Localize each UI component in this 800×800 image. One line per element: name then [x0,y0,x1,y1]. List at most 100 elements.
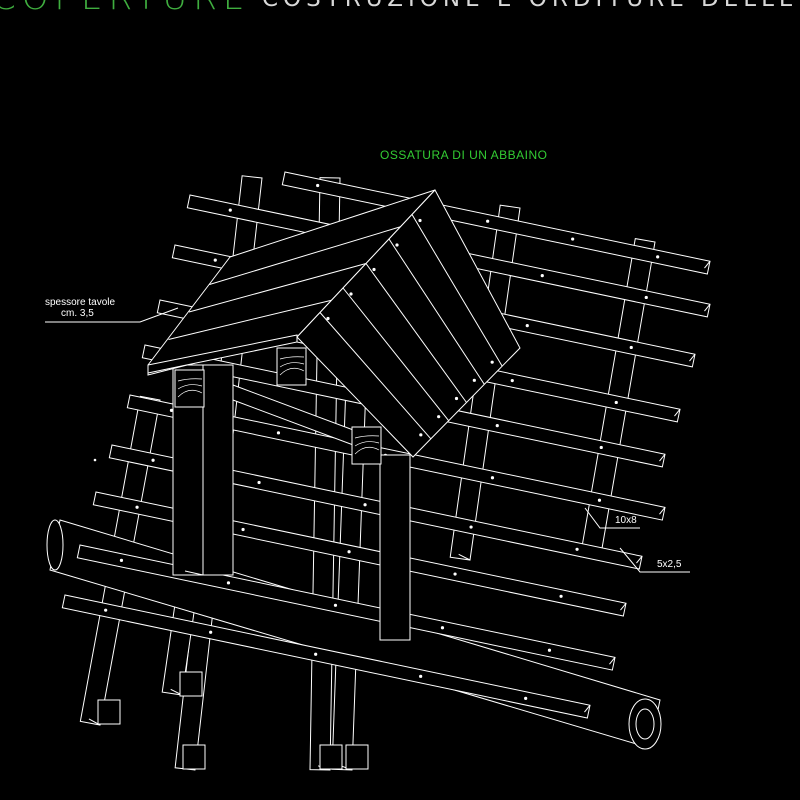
roof-board-line [319,312,432,440]
board-thickness-label-line2: cm. 3,5 [61,308,94,319]
nail-dot [440,626,445,630]
section-title: COPERTURE [0,0,250,18]
nail-dot [347,550,351,554]
nail-dot [614,400,618,405]
rafter-end-grain [182,744,206,770]
batten [108,444,643,570]
battens [61,171,711,719]
beam-end-block [351,426,382,465]
nail-dot [419,674,423,678]
batten-edge [584,704,591,713]
wood-grain [177,384,203,390]
nail-dot [418,218,422,223]
nail-dot [372,267,376,272]
board-thickness-label: spessore tavole cm. 3,5 [45,297,115,319]
board-thickness-label-line1: spessore tavole [45,297,116,308]
batten-size-leader [619,547,690,573]
nail-dot [151,458,155,462]
nail-dot [437,415,441,419]
leader-lines [45,307,690,573]
wood-grain [177,389,203,398]
rafter-end-grain [179,671,203,697]
board-thickness-leader [45,307,179,323]
dormer-frame-title: OSSATURA DI UN ABBAINO [380,148,548,162]
nail-dot [547,648,552,652]
log-ring [635,708,655,740]
wood-grain [354,446,380,455]
wood-grain [279,362,305,368]
batten-edge [609,657,616,665]
nail-dot [333,603,338,607]
nail-dot [316,183,320,188]
batten [76,544,616,671]
batten-edge [689,353,696,362]
batten-edge [704,303,711,312]
nail-dot [363,503,367,507]
right-post-face [379,454,411,641]
nail-dot [454,396,459,401]
roof-board-line [365,263,467,403]
nail-dot [490,360,494,364]
rafter-end-grain [97,699,121,725]
nail-dot [525,324,529,328]
wood-grain [354,441,380,447]
nail-dot [495,424,499,428]
dormer-frame [147,189,521,641]
rafter-size-label: 10x8 [615,515,637,526]
stray-dot [93,458,97,462]
nail-dot [395,243,399,247]
wood-grain [279,356,305,360]
nail-dot [276,431,281,435]
nail-dot [226,581,231,585]
nail-dot [104,608,108,612]
nail-dot [540,274,544,278]
batten-edge [674,408,681,417]
wood-grain [354,435,380,439]
nail-dot [326,316,330,321]
left-post-edge [184,570,204,576]
rafter-edge [458,553,471,561]
nail-dot [597,498,602,502]
nail-dot [490,476,495,480]
nail-dot [257,480,261,485]
nail-dot [571,237,575,241]
roof-board-line [168,299,332,340]
roof-board-line [411,214,503,367]
nail-dot [349,292,353,296]
nail-dot [524,696,528,700]
wood-grain [279,367,305,376]
batten-size-label: 5x2,5 [657,559,682,570]
nail-dot [135,505,139,509]
batten [61,594,591,719]
batten-edge [620,602,627,611]
nail-dot [453,572,457,576]
roof-board-line [342,287,450,421]
wood-grain [177,378,203,382]
log-left-end [46,519,64,571]
roof-board-line [209,226,401,285]
nail-dot [169,408,174,412]
batten-edge [704,260,711,269]
nail-dot [469,525,473,529]
nail-dot [119,558,124,562]
rafter-size-leader [584,507,640,529]
nail-dot [209,630,213,634]
nail-dot [228,208,232,212]
left-eave [147,334,298,374]
roof-board-line [188,263,367,313]
nail-dot [472,378,476,382]
rafter-end-grain [319,744,343,770]
beam-end-block [174,369,205,408]
nail-dot [486,219,490,223]
nail-dot [599,445,603,450]
nail-dot [656,255,660,259]
nail-dot [575,547,579,551]
batten-edge [659,453,666,462]
beam-end-block [276,347,307,386]
roof-board-line [388,238,485,385]
nail-dot [419,433,423,437]
left-post-face [202,364,234,576]
batten-edge [659,507,666,515]
